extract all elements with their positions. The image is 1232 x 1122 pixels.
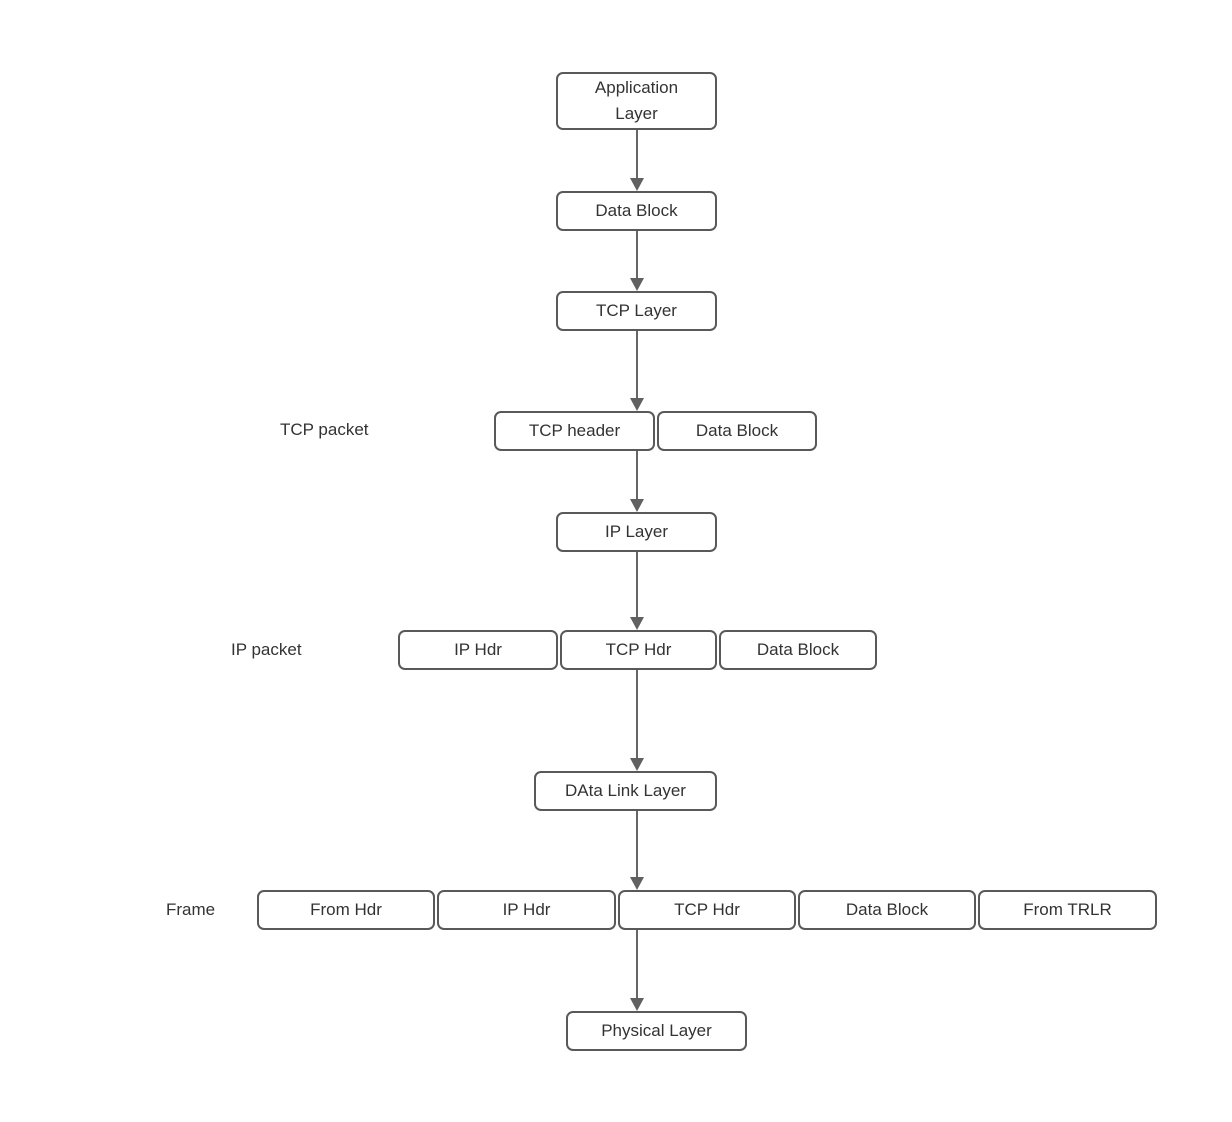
node-ip-hdr-2: IP Hdr [437, 890, 616, 930]
arrow-ippacket-to-datalink [630, 670, 644, 771]
arrow-application-to-datablock [630, 130, 644, 191]
node-tcp-hdr-1: TCP Hdr [560, 630, 717, 670]
node-ip-hdr-1: IP Hdr [398, 630, 558, 670]
node-from-hdr: From Hdr [257, 890, 435, 930]
node-tcp-layer: TCP Layer [556, 291, 717, 331]
node-tcp-hdr-2: TCP Hdr [618, 890, 796, 930]
node-data-block-3: Data Block [719, 630, 877, 670]
node-physical-layer: Physical Layer [566, 1011, 747, 1051]
node-from-trlr: From TRLR [978, 890, 1157, 930]
node-tcp-header: TCP header [494, 411, 655, 451]
node-data-block-2: Data Block [657, 411, 817, 451]
arrow-tcplayer-to-tcppacket [630, 331, 644, 411]
node-data-link-layer: DAta Link Layer [534, 771, 717, 811]
row-label-tcp-packet: TCP packet [280, 420, 369, 439]
row-label-frame: Frame [166, 900, 216, 919]
arrow-datalink-to-frame [630, 811, 644, 890]
node-data-block-4: Data Block [798, 890, 976, 930]
arrow-frame-to-physical [630, 930, 644, 1011]
arrow-datablock-to-tcplayer [630, 231, 644, 291]
row-label-ip-packet: IP packet [231, 640, 302, 659]
node-application-layer: Application Layer [556, 72, 717, 130]
arrow-tcppacket-to-iplayer [630, 451, 644, 512]
node-data-block-1: Data Block [556, 191, 717, 231]
node-ip-layer: IP Layer [556, 512, 717, 552]
arrow-iplayer-to-ippacket [630, 552, 644, 630]
